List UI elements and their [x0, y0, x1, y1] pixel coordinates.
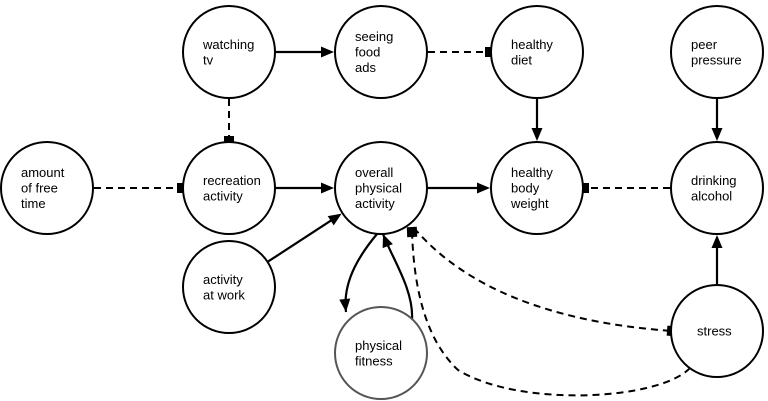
node-recreation-activity-label-line: recreation [203, 173, 261, 188]
node-amount-free-time-label-line: amount [21, 165, 65, 180]
node-healthy-body-weight-label-line: healthy [511, 165, 553, 180]
edge-watching-tv-to-seeing-food-ads-arrowhead [321, 46, 334, 58]
edge-overall-physical-activity-to-stress [413, 227, 673, 332]
node-healthy-diet-label-line: healthy [511, 37, 553, 52]
node-drinking-alcohol-label-line: alcohol [691, 188, 732, 203]
edge-healthy-diet-to-healthy-body-weight-arrowhead [531, 128, 543, 141]
edge-stress-to-overall-physical-activity-line [411, 231, 691, 397]
edge-stress-to-drinking-alcohol-arrowhead [711, 235, 723, 248]
node-stress-circle [670, 284, 764, 378]
edge-overall-physical-activity-to-stress-line [413, 227, 673, 332]
edge-physical-fitness-to-overall-physical-activity-arrowhead [382, 234, 393, 249]
node-stress: stress [670, 284, 764, 378]
edge-overall-physical-activity-to-physical-fitness-line [344, 233, 378, 313]
node-stress-label-line: stress [697, 324, 732, 339]
node-recreation-activity-label-line: activity [203, 188, 243, 203]
node-peer-pressure-circle [670, 5, 764, 99]
edge-overall-physical-activity-to-healthy-body-weight-arrowhead [477, 182, 490, 194]
node-activity-at-work-label-line: at work [203, 287, 245, 302]
node-physical-fitness-label-line: fitness [355, 353, 393, 368]
node-overall-physical-activity-circle [334, 141, 428, 235]
node-amount-free-time-circle [0, 141, 94, 235]
node-healthy-body-weight-label-line: weight [510, 196, 549, 211]
edge-stress-to-overall-physical-activity [411, 231, 691, 397]
edge-peer-pressure-to-drinking-alcohol-arrowhead [711, 128, 723, 141]
node-peer-pressure-label-line: peer [691, 37, 718, 52]
node-activity-at-work-circle [182, 240, 276, 334]
node-watching-tv-circle [182, 5, 276, 99]
node-seeing-food-ads-circle [334, 5, 428, 99]
edge-overall-physical-activity-to-physical-fitness-arrowhead [339, 298, 351, 312]
node-recreation-activity-circle [182, 141, 276, 235]
node-watching-tv-label-line: watching [202, 37, 254, 52]
node-activity-at-work-label-line: activity [203, 272, 243, 287]
edge-activity-at-work-to-overall-physical-activity [267, 218, 334, 263]
node-seeing-food-ads-label-line: seeing [355, 29, 393, 44]
node-healthy-body-weight-label-line: body [511, 181, 540, 196]
edge-overall-physical-activity-to-physical-fitness [344, 233, 378, 313]
edge-stress-to-overall-physical-activity-square-head [406, 226, 418, 238]
node-seeing-food-ads-label-line: food [355, 45, 380, 60]
node-overall-physical-activity-label-line: overall [355, 165, 393, 180]
node-drinking-alcohol-label-line: drinking [691, 173, 737, 188]
edge-recreation-activity-to-overall-physical-activity-arrowhead [321, 182, 334, 194]
node-healthy-diet-circle [490, 5, 584, 99]
node-physical-fitness-label-line: physical [355, 338, 402, 353]
node-amount-free-time-label-line: time [21, 196, 46, 211]
node-amount-free-time-label-line: of free [21, 181, 58, 196]
node-peer-pressure-label-line: pressure [691, 52, 742, 67]
node-healthy-body-weight-circle [490, 141, 584, 235]
node-seeing-food-ads-label-line: ads [355, 60, 376, 75]
node-drinking-alcohol-circle [670, 141, 764, 235]
edge-activity-at-work-to-overall-physical-activity-line [267, 218, 334, 263]
node-healthy-diet-label-line: diet [511, 52, 532, 67]
node-overall-physical-activity-label-line: physical [355, 181, 402, 196]
node-watching-tv-label-line: tv [203, 52, 214, 67]
edge-activity-at-work-to-overall-physical-activity-arrowhead [327, 213, 342, 226]
node-overall-physical-activity-label-line: activity [355, 196, 395, 211]
node-physical-fitness-circle [334, 306, 428, 400]
